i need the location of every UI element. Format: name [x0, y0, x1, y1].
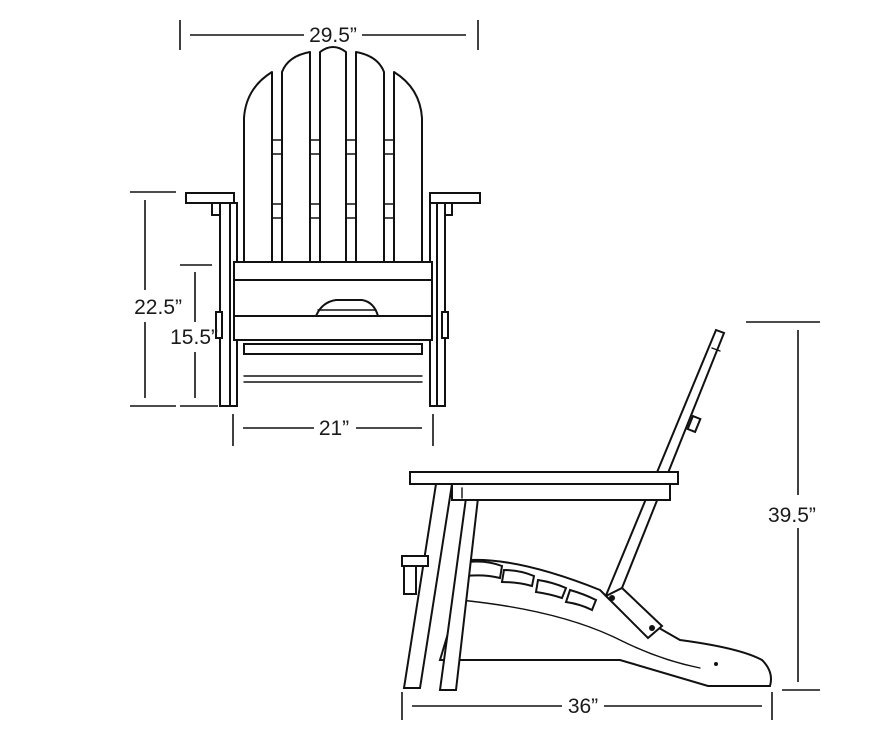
label-seat-width: 21” [319, 417, 349, 440]
dimension-seat-height: 15.5” [170, 264, 218, 407]
side-pivot-bracket [604, 586, 664, 640]
side-seat-frame [438, 558, 772, 687]
dimension-arm-height: 22.5” [130, 191, 182, 407]
side-view-chair [401, 328, 772, 691]
side-seat-slats [464, 560, 598, 612]
dimension-side-height: 39.5” [746, 321, 820, 691]
side-backrest [600, 328, 726, 610]
label-arm-height: 22.5” [134, 296, 182, 319]
back-slats [243, 46, 423, 263]
dimension-front-width: 29.5” [179, 20, 479, 50]
front-view-chair [185, 46, 481, 407]
label-seat-height: 15.5” [170, 326, 218, 349]
front-armrests [185, 192, 481, 216]
label-side-height: 39.5” [768, 504, 816, 527]
dimension-seat-width: 21” [232, 414, 434, 446]
dimension-side-depth: 36” [401, 692, 773, 720]
label-side-depth: 36” [568, 695, 598, 718]
label-front-width: 29.5” [309, 24, 357, 47]
side-armrest [409, 471, 679, 485]
front-seat [215, 261, 449, 383]
